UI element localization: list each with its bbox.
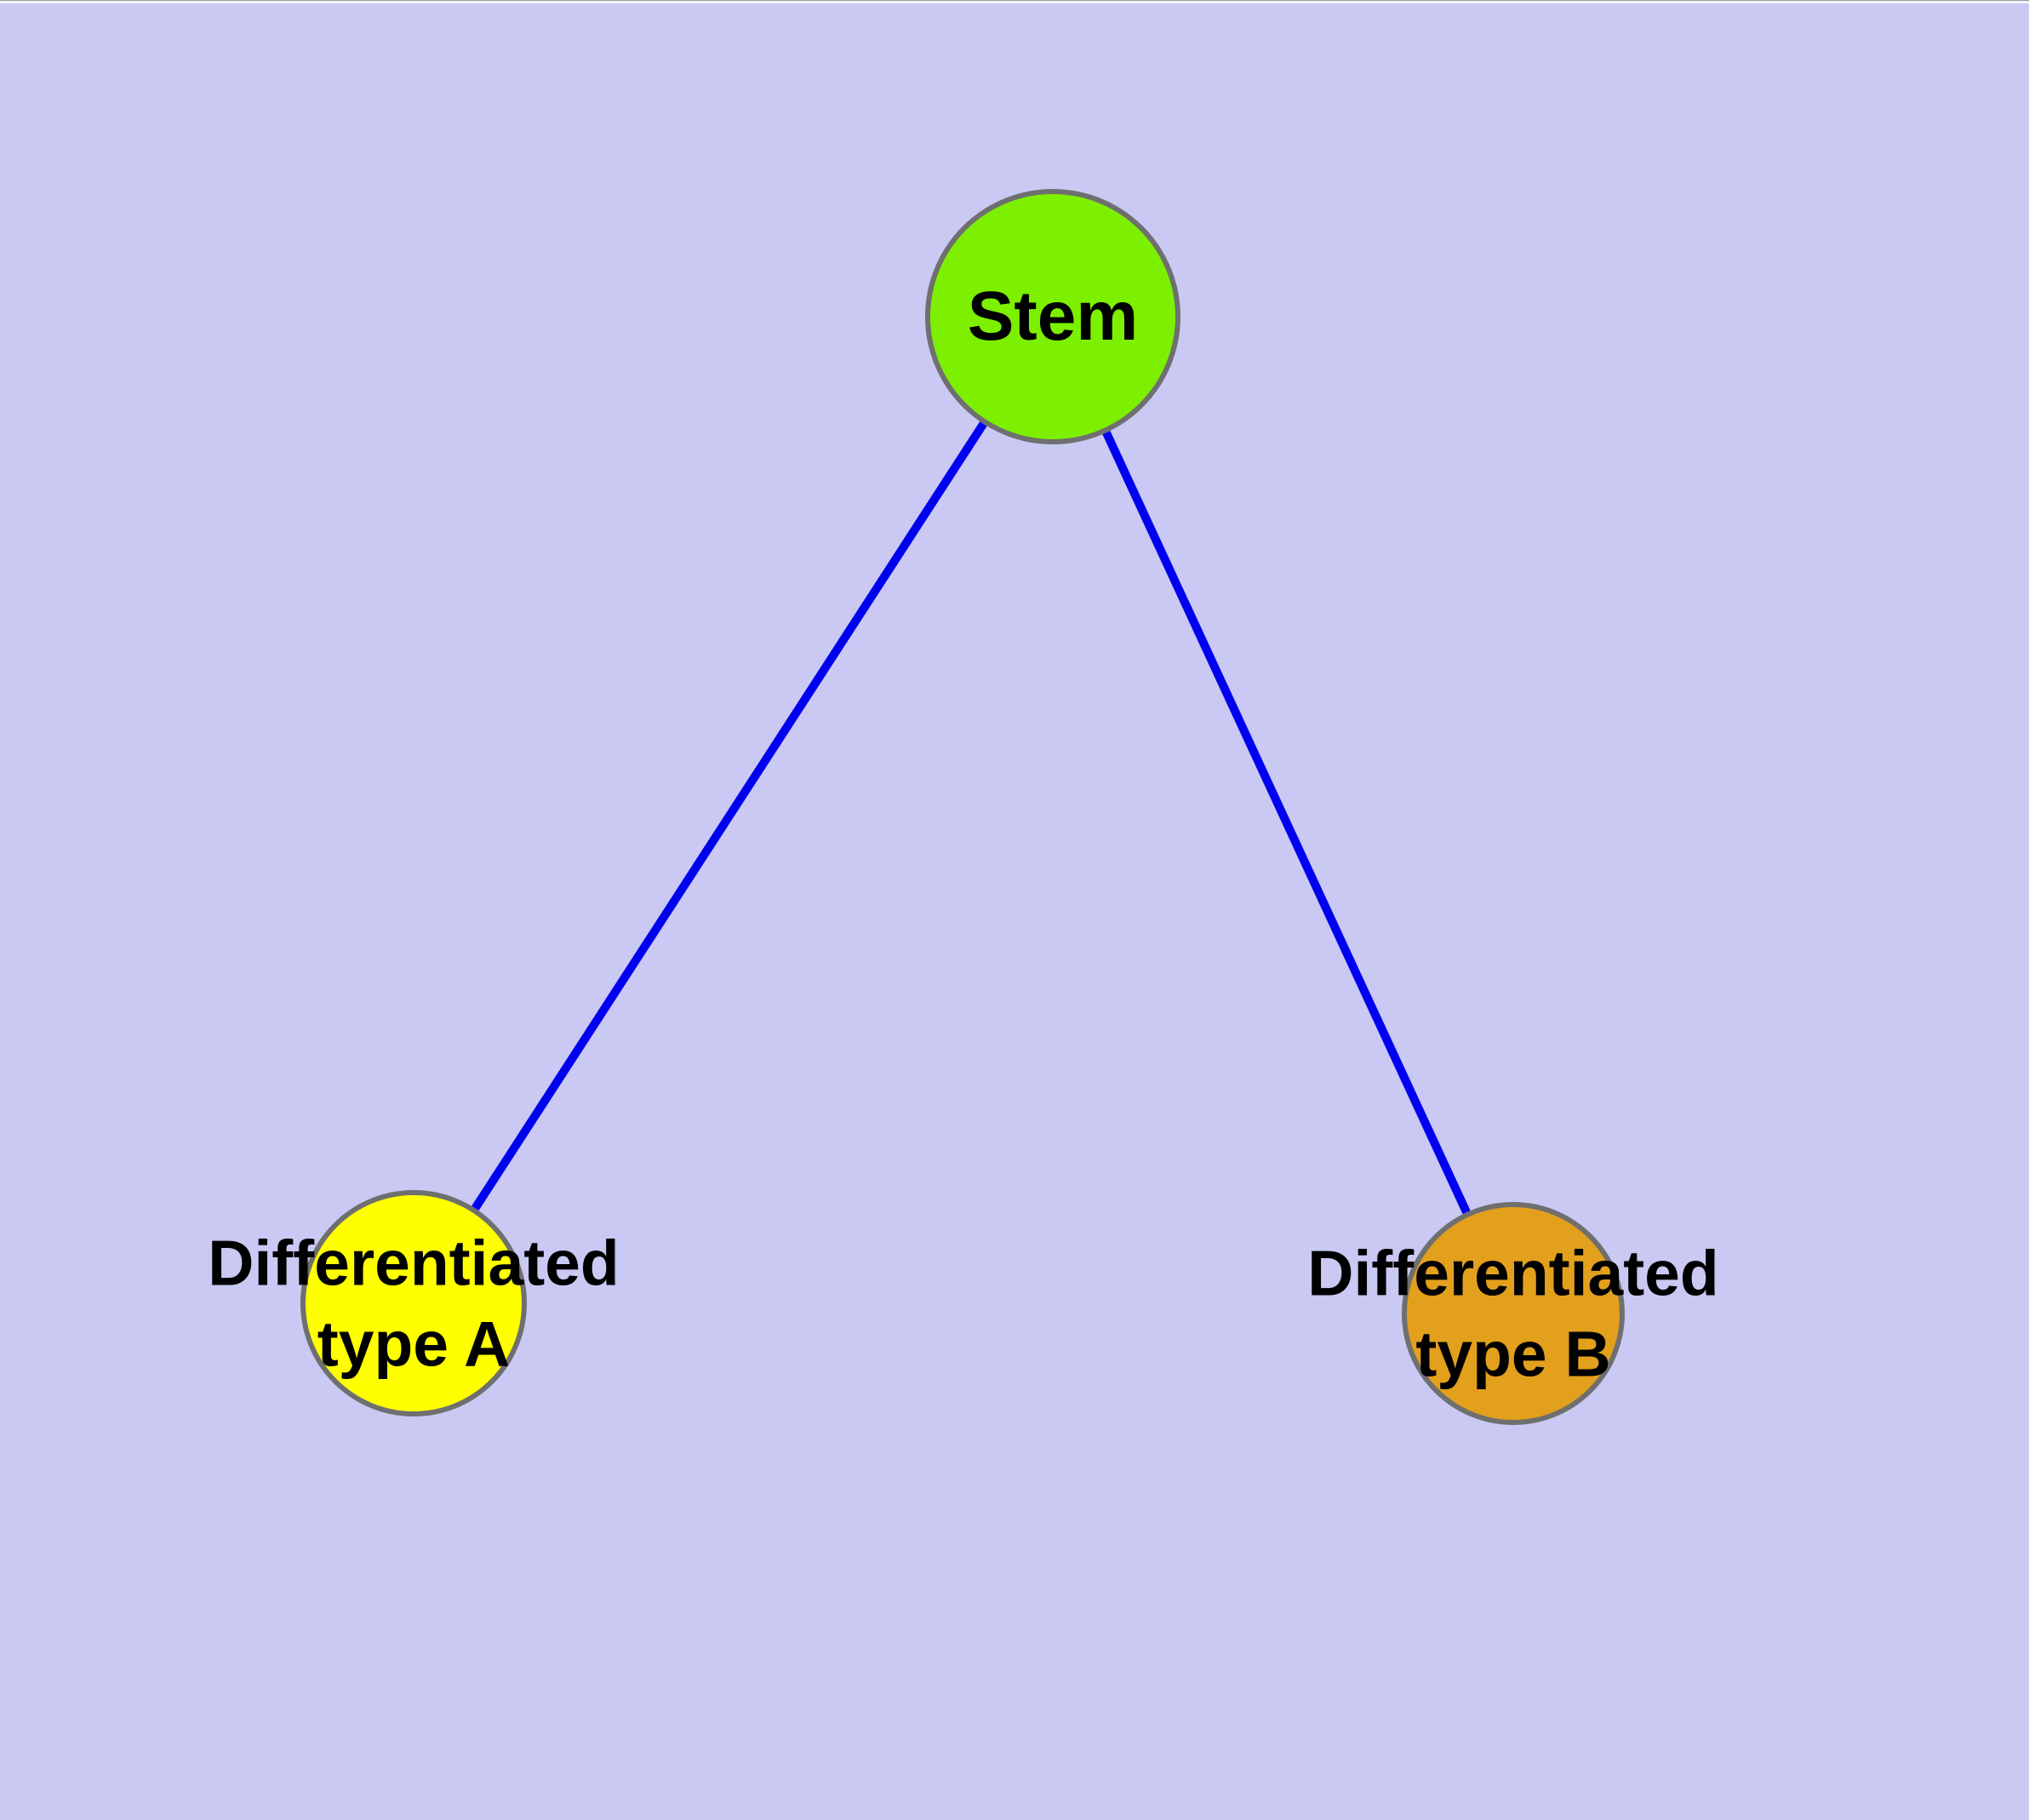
node-differentiated-type-a bbox=[300, 1190, 527, 1417]
edge-stem-to-differentiated-type-a bbox=[472, 421, 987, 1211]
label-line-1: Differentiated bbox=[1307, 1237, 1719, 1309]
label-line-2: type B bbox=[1415, 1318, 1611, 1389]
label-line-2: type A bbox=[317, 1308, 511, 1379]
edge-stem-to-differentiated-type-b bbox=[1102, 431, 1471, 1215]
label-line-1: Differentiated bbox=[208, 1227, 620, 1299]
node-stem bbox=[925, 189, 1180, 444]
node-differentiated-type-b bbox=[1402, 1202, 1625, 1425]
window-top-edge bbox=[0, 0, 2029, 3]
node-differentiated-type-a-label: Differentiated type A bbox=[208, 1223, 619, 1384]
node-differentiated-type-b-label: Differentiated type B bbox=[1307, 1233, 1718, 1394]
node-stem-label: Stem bbox=[967, 277, 1139, 355]
